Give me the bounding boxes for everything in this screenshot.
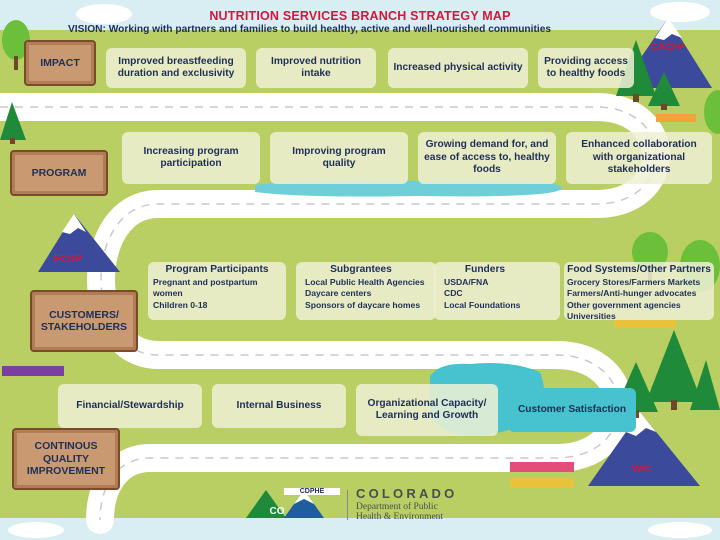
cqi-box-customer-satisfaction: Customer Satisfaction xyxy=(508,388,636,432)
impact-box-healthy-foods: Providing access to healthy foods xyxy=(538,48,634,88)
row-label-customers: CUSTOMERS/ STAKEHOLDERS xyxy=(30,290,138,352)
list-item: women xyxy=(153,288,183,299)
program-label-cacfp: CACFP xyxy=(650,42,686,53)
logo-badge-top: CDPHE xyxy=(284,488,340,495)
program-box-quality: Improving program quality xyxy=(270,132,408,184)
sky-bottom xyxy=(0,518,720,540)
customers-list-funders: USDA/FNA CDC Local Foundations xyxy=(444,277,520,311)
list-item: Local Foundations xyxy=(444,299,521,310)
customers-list-participants: Pregnant and postpartum women Children 0… xyxy=(153,277,258,311)
program-label-ecop: ECOP xyxy=(53,254,83,265)
customers-header-participants: Program Participants xyxy=(165,264,269,275)
list-item: Other government agencies xyxy=(567,299,681,310)
list-item: Universities xyxy=(567,310,616,321)
customers-header-subgrantees: Subgrantees xyxy=(330,264,392,275)
list-item: Grocery Stores/Farmers Markets xyxy=(567,277,701,287)
list-item: Children 0-18 xyxy=(153,299,208,310)
program-label-wic: WIC xyxy=(632,464,652,475)
customers-box-participants xyxy=(148,262,286,320)
pond xyxy=(255,180,562,197)
map-title: NUTRITION SERVICES BRANCH STRATEGY MAP xyxy=(209,9,511,23)
logo-divider xyxy=(347,490,348,520)
cqi-box-organizational-capacity: Organizational Capacity/ Learning and Gr… xyxy=(356,384,498,436)
list-item: USDA/FNA xyxy=(444,277,489,287)
impact-box-breastfeeding: Improved breastfeeding duration and excl… xyxy=(106,48,246,88)
row-label-cqi: CONTINOUS QUALITY IMPROVEMENT xyxy=(12,428,120,490)
cqi-box-financial: Financial/Stewardship xyxy=(58,384,202,428)
logo-state: COLORADO xyxy=(356,486,458,501)
customers-list-subgrantees: Local Public Health Agencies Daycare cen… xyxy=(305,277,425,311)
list-item: Sponsors of daycare homes xyxy=(305,299,421,310)
cqi-box-internal-business: Internal Business xyxy=(212,384,346,428)
program-box-demand-access: Growing demand for, and ease of access t… xyxy=(418,132,556,184)
customers-box-subgrantees xyxy=(296,262,436,320)
customers-header-funders: Funders xyxy=(464,264,506,275)
list-item: CDC xyxy=(444,288,463,299)
impact-box-physical-activity: Increased physical activity xyxy=(388,48,528,88)
logo-dept-line1: Department of Public xyxy=(356,502,438,512)
customers-box-food-systems xyxy=(564,262,714,320)
list-item: Local Public Health Agencies xyxy=(305,277,425,287)
list-item: Daycare centers xyxy=(305,288,372,299)
impact-box-nutrition-intake: Improved nutrition intake xyxy=(256,48,376,88)
list-item: Farmers/Anti-hunger advocates xyxy=(567,288,697,299)
vision-statement: VISION: Working with partners and famili… xyxy=(68,24,552,35)
program-box-collaboration: Enhanced collaboration with organization… xyxy=(566,132,712,184)
customers-header-food-systems: Food Systems/Other Partners xyxy=(567,264,711,275)
clouds xyxy=(8,2,712,538)
customers-list-food-systems: Grocery Stores/Farmers Markets Farmers/A… xyxy=(567,277,700,322)
list-item: Pregnant and postpartum xyxy=(153,277,258,287)
row-label-program: PROGRAM xyxy=(10,150,108,196)
program-box-participation: Increasing program participation xyxy=(122,132,260,184)
flower-rows xyxy=(2,114,696,488)
row-label-impact: IMPACT xyxy=(24,40,96,86)
cdphe-logo-icon xyxy=(246,490,324,518)
mountain-ecop xyxy=(38,214,120,272)
customers-box-funders xyxy=(434,262,560,320)
logo-badge: CO xyxy=(269,506,285,517)
logo-dept-line2: Health & Environment xyxy=(356,512,444,522)
